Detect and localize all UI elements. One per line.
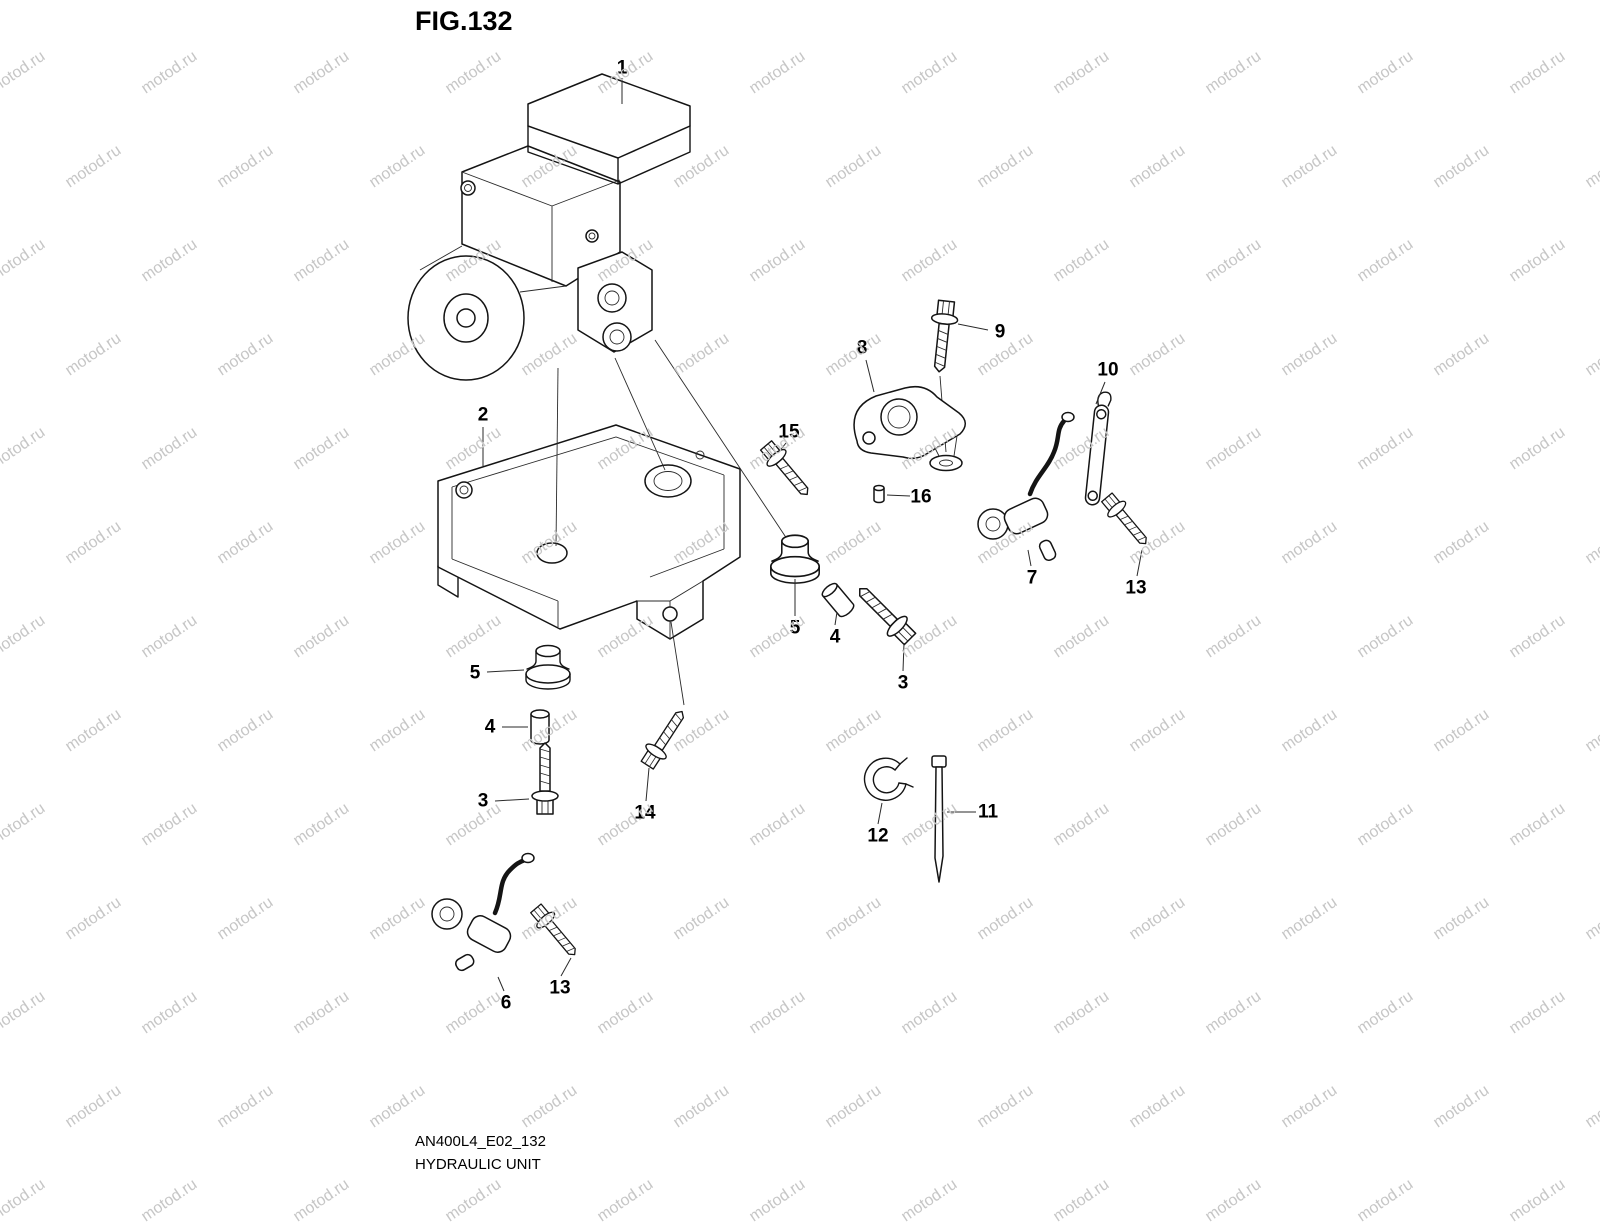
spacer-drawing [821, 582, 855, 618]
part-number-callout: 13 [549, 978, 570, 999]
part-number-callout: 11 [978, 802, 999, 823]
part-number-callout: 1 [617, 58, 628, 79]
screw-drawing [759, 440, 809, 496]
part-number-callout: 8 [857, 338, 868, 359]
part-number-callout: 3 [478, 791, 489, 812]
grommet-drawing [769, 534, 821, 584]
spacer-drawing [530, 709, 550, 745]
grommet-drawing [525, 644, 571, 690]
part-number-callout: 4 [830, 627, 841, 648]
leader-line [486, 669, 525, 673]
hydraulic-unit-drawing [407, 73, 691, 381]
leader-line [957, 323, 989, 331]
part-number-callout: 7 [1027, 568, 1038, 589]
part-number-callout: 2 [478, 405, 489, 426]
leader-line [497, 976, 505, 992]
mounting-bracket-drawing [437, 424, 741, 640]
leader-line [777, 442, 787, 454]
clamp-drawing [863, 757, 914, 801]
leader-line [902, 642, 905, 672]
screw-drawing [640, 710, 685, 770]
screw-drawing [530, 903, 576, 956]
part-number-callout: 9 [995, 322, 1006, 343]
cable-tie-drawing [931, 755, 947, 883]
part-number-callout: 4 [485, 717, 496, 738]
figure-title: FIG.132 [415, 6, 513, 36]
leader-line [645, 767, 650, 802]
part-number-callout: 12 [867, 826, 888, 847]
figure-code: AN400L4_E02_132 [415, 1133, 546, 1150]
part-number-callout: 5 [790, 618, 801, 639]
part-number-callout: 15 [778, 422, 800, 443]
part-number-callout: 16 [910, 487, 931, 508]
bolt-drawing [531, 742, 559, 815]
leader-line [494, 798, 530, 802]
stay-drawing [1084, 391, 1112, 506]
footer: AN400L4_E02_132 HYDRAULIC UNIT [415, 1130, 546, 1177]
leader-line [834, 611, 838, 626]
rear-wheel-sensor-drawing [977, 411, 1075, 562]
part-number-callout: 6 [501, 993, 512, 1014]
part-number-callout: 13 [1125, 578, 1146, 599]
leader-line [877, 802, 883, 825]
leader-line [1095, 381, 1106, 405]
bolt-drawing [859, 588, 917, 646]
leader-line [886, 494, 911, 497]
front-wheel-sensor-drawing [431, 852, 535, 972]
part-number-callout: 14 [634, 803, 656, 824]
leader-line [865, 359, 875, 393]
bolt-drawing [930, 299, 959, 373]
part-number-callout: 5 [470, 663, 481, 684]
leader-line [560, 957, 572, 977]
part-number-callout: 3 [898, 673, 909, 694]
pin-drawing [873, 484, 885, 504]
figure-name: HYDRAULIC UNIT [415, 1156, 541, 1174]
part-number-callout: 10 [1097, 360, 1118, 381]
screw-drawing [1101, 492, 1147, 545]
sensor-bracket-drawing [853, 385, 966, 472]
leader-line [1027, 549, 1032, 567]
leader-line [1136, 549, 1143, 577]
